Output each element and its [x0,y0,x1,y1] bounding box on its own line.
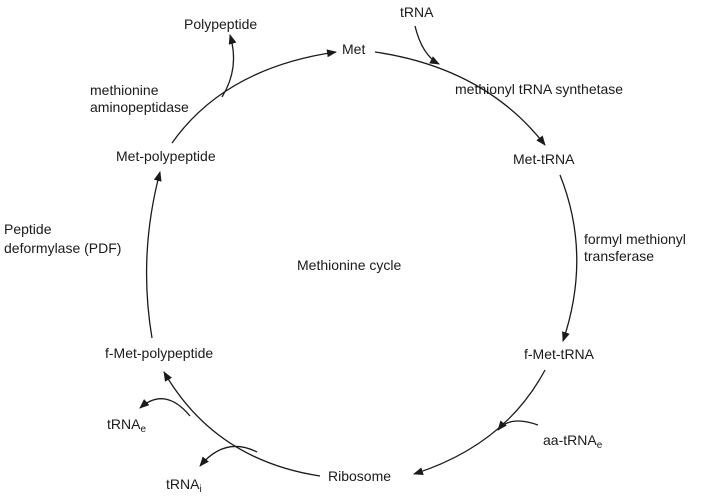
arrow-aa-trna-in [497,420,539,431]
side-trna: tRNA [400,4,434,20]
arrow-f-met-trna-to-ribosome [413,369,546,476]
arrow-polypeptide-out [221,34,237,98]
enzyme-transferase-line2: transferase [584,248,655,264]
node-f-met-polypeptide: f-Met-polypeptide [105,345,214,361]
arrow-trna-e-out [139,398,191,417]
node-met-polypeptide: Met-polypeptide [116,148,216,164]
trna-i-subscript: i [199,484,202,495]
arrow-met-to-met-trna [374,51,546,146]
aa-trna-subscript: e [596,440,603,451]
trna-e-subscript: e [140,424,147,435]
enzyme-pdf-line2: deformylase (PDF) [4,240,122,256]
arrow-trna-in [414,25,440,65]
node-ribosome: Ribosome [328,468,392,484]
node-met-trna: Met-tRNA [513,151,575,167]
enzyme-synthetase: methionyl tRNA synthetase [455,81,624,97]
side-trna-e: tRNAe [107,416,146,438]
enzyme-pdf-line1: Peptide [4,221,52,237]
enzyme-map-line1: methionine [90,82,159,98]
center-label: Methionine cycle [297,257,402,273]
arrow-trna-i-out [199,445,258,467]
side-aa-trna: aa-tRNAe [543,432,602,454]
arrow-met-trna-to-f-met-trna [559,174,578,342]
arrow-met-polypeptide-to-met [171,49,337,144]
side-polypeptide: Polypeptide [184,16,258,32]
arrow-f-met-polypeptide-to-met-polypeptide [145,171,162,339]
node-met: Met [342,41,366,57]
side-trna-i: tRNAi [166,476,202,498]
enzyme-transferase-line1: formyl methionyl [584,231,686,247]
arrow-ribosome-to-f-met-polypeptide [163,371,321,477]
aa-trna-text: aa-tRNA [543,432,597,448]
trna-e-text: tRNA [107,416,141,432]
node-f-met-trna: f-Met-tRNA [524,346,594,362]
trna-i-text: tRNA [166,476,200,492]
enzyme-map-line2: aminopeptidase [90,99,189,115]
